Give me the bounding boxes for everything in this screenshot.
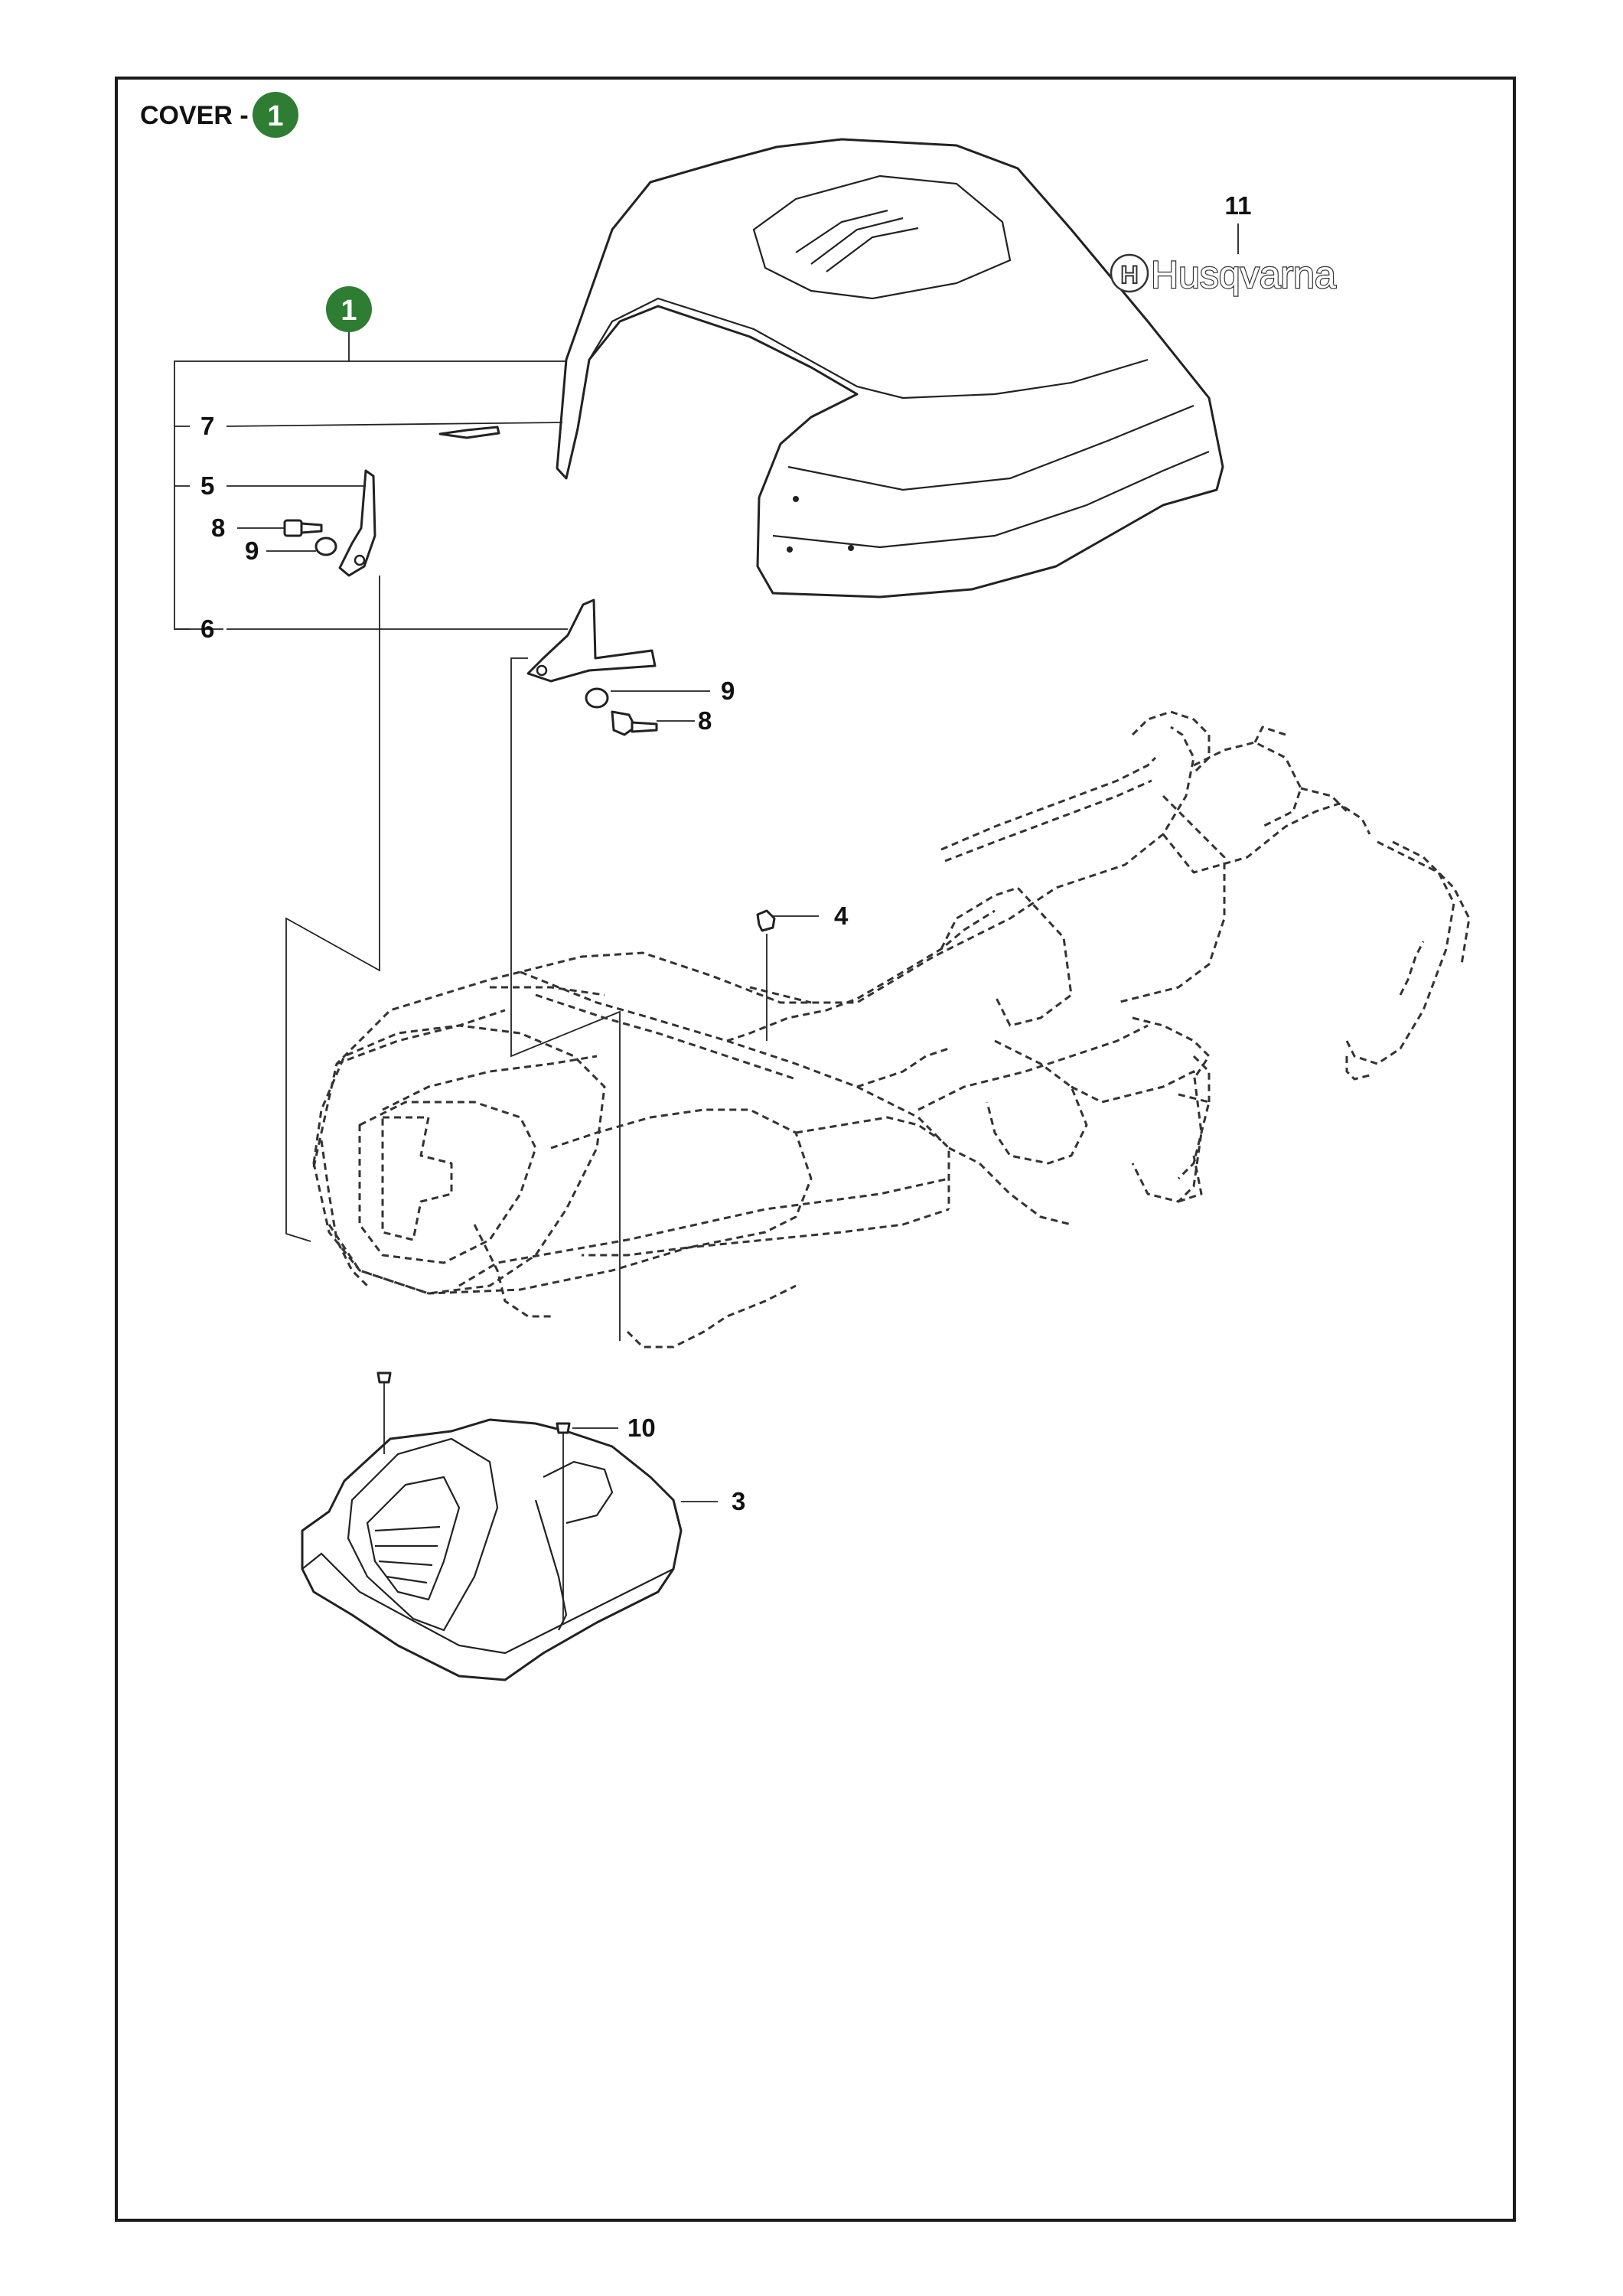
callout-5: 5: [200, 471, 214, 500]
header-group-badge: 1: [253, 92, 298, 138]
chassis-frame: [312, 710, 1471, 1349]
page-frame: [115, 77, 1516, 2222]
bracket-left-part: [338, 469, 376, 577]
callout-4: 4: [834, 902, 849, 930]
front-fascia: [312, 1024, 606, 1295]
bolt-part: [611, 710, 658, 736]
callout-9: 9: [721, 677, 735, 705]
callout-9: 9: [245, 536, 259, 565]
callout-8: 8: [698, 706, 712, 735]
washer-part: [314, 536, 337, 556]
screw-part: [556, 1422, 571, 1623]
svg-text:H: H: [1120, 261, 1138, 289]
bracket-right-part: [526, 598, 657, 683]
callout-3: 3: [732, 1487, 745, 1515]
callout-7: 7: [200, 412, 214, 440]
clip-part: [756, 909, 776, 1041]
bolt-part: [283, 519, 323, 537]
brand-decal: H Husqvarna: [1110, 253, 1337, 297]
callout-8: 8: [211, 514, 225, 542]
callout-10: 10: [627, 1414, 656, 1442]
svg-text:1: 1: [267, 100, 283, 132]
battery-cover-part: [301, 1418, 683, 1681]
group-badge: 1: [326, 286, 372, 332]
screw-part: [376, 1371, 392, 1454]
washer-part: [585, 687, 609, 709]
pin-part: [438, 426, 500, 439]
brand-logo-text: Husqvarna: [1151, 253, 1336, 296]
page-title: COVER -: [140, 101, 249, 130]
callout-11: 11: [1225, 191, 1252, 220]
callout-6: 6: [200, 615, 214, 643]
svg-text:1: 1: [341, 295, 357, 327]
group-bracket: [174, 332, 566, 630]
hood-part: [556, 138, 1224, 598]
